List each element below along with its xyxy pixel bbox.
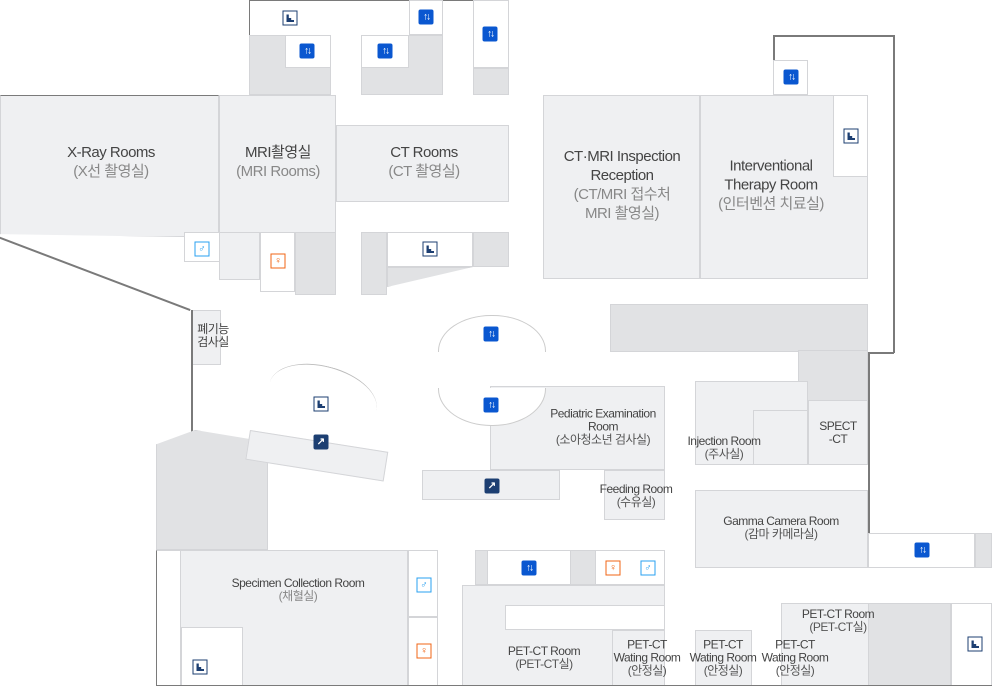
wall <box>191 310 193 445</box>
stair-hall <box>181 627 243 686</box>
ct-rooms-label: CT Rooms(CT 촬영실) <box>388 144 460 180</box>
injection-label: Injection Room(주사실) <box>687 434 761 461</box>
elevator-hall <box>773 60 808 95</box>
service-area <box>475 550 488 585</box>
elevator-icon[interactable]: ↑↓ <box>482 26 498 42</box>
elevator-hall <box>361 35 409 68</box>
elevator-icon[interactable]: ↑↓ <box>299 43 315 59</box>
wall <box>773 35 893 37</box>
service-area <box>295 232 336 295</box>
specimen-label: Specimen Collection Room(채혈실) <box>231 576 365 603</box>
service-area <box>361 232 387 295</box>
feeding-room[interactable] <box>604 470 665 520</box>
mens-restroom-icon[interactable]: ♂ <box>194 241 210 257</box>
service-area <box>473 68 509 95</box>
pulmonary-function-room[interactable] <box>192 310 221 365</box>
wall <box>868 352 870 533</box>
ct-rooms[interactable] <box>336 125 509 202</box>
elevator-icon[interactable]: ↑↓ <box>483 326 499 342</box>
elevator-icon[interactable]: ↑↓ <box>377 43 393 59</box>
ct-mri-inspection-reception[interactable] <box>543 95 700 279</box>
mens-restroom-icon[interactable]: ♂ <box>640 560 656 576</box>
xray-rooms-label: X-Ray Rooms(X선 촬영실) <box>67 144 155 180</box>
mri-rooms[interactable] <box>219 95 336 233</box>
womens-restroom-icon[interactable]: ♀ <box>416 643 432 659</box>
xray-rooms[interactable] <box>0 95 219 237</box>
service-area <box>387 267 473 287</box>
wall <box>0 236 191 311</box>
escalator-icon[interactable]: ↗ <box>313 434 329 450</box>
pet-ct-label: PET-CT Room(PET-CT실) <box>801 607 875 634</box>
mri-rooms-label: MRI촬영실(MRI Rooms) <box>236 144 320 180</box>
stairs-icon[interactable] <box>967 636 983 652</box>
pet-ct-waiting-room[interactable] <box>695 630 752 686</box>
escalator-icon[interactable]: ↗ <box>484 478 500 494</box>
stairs-icon[interactable] <box>843 128 859 144</box>
mens-restroom-icon[interactable]: ♂ <box>416 577 432 593</box>
wall <box>893 35 895 353</box>
service-area <box>868 603 951 686</box>
gamma-label: Gamma Camera Room(감마 카메라실) <box>723 514 839 541</box>
injection-subroom <box>753 410 808 465</box>
elevator-icon[interactable]: ↑↓ <box>783 69 799 85</box>
elevator-icon[interactable]: ↑↓ <box>521 560 537 576</box>
spect-label: SPECT-CT <box>819 419 857 446</box>
womens-restroom-icon[interactable]: ♀ <box>605 560 621 576</box>
restroom-area <box>219 232 260 280</box>
pet-ct-label: PET-CT Room(PET-CT실) <box>507 644 581 671</box>
stairs-icon[interactable] <box>422 241 438 257</box>
elevator-icon[interactable]: ↑↓ <box>914 542 930 558</box>
gamma-camera-room[interactable] <box>695 490 868 568</box>
service-area <box>610 304 868 352</box>
feeding-label: Feeding Room(수유실) <box>599 482 673 509</box>
elevator-icon[interactable]: ↑↓ <box>418 9 434 25</box>
pet-ct-waiting-room[interactable] <box>612 630 665 686</box>
mens-restroom[interactable] <box>408 550 438 617</box>
corridor <box>505 605 665 630</box>
stair-hall <box>387 232 473 267</box>
corridor <box>156 550 181 686</box>
womens-restroom[interactable] <box>260 232 295 292</box>
stairs-icon[interactable] <box>282 10 298 26</box>
service-area <box>798 350 868 402</box>
stairs-icon[interactable] <box>313 396 329 412</box>
service-area <box>570 550 596 585</box>
elevator-icon[interactable]: ↑↓ <box>483 397 499 413</box>
elevator-lobby-south <box>438 388 546 426</box>
stairs-icon[interactable] <box>192 659 208 675</box>
womens-restroom-icon[interactable]: ♀ <box>270 253 286 269</box>
service-area <box>473 232 509 267</box>
service-area <box>975 533 992 568</box>
spect-ct-room[interactable] <box>808 400 868 465</box>
wall <box>868 352 894 354</box>
